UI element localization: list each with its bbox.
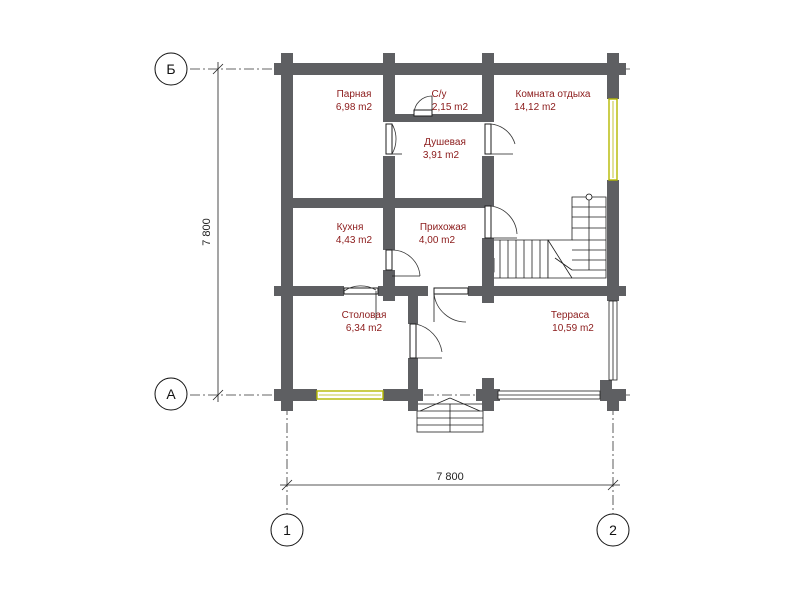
door-kuhnya (385, 249, 421, 277)
walls (274, 53, 626, 411)
axis-marker-row-a: А (154, 377, 188, 411)
axis-label-1: 1 (283, 522, 291, 538)
room-name: Терраса (551, 310, 590, 321)
door-dushevaya-left (385, 123, 402, 155)
room-area: 3,91 m2 (423, 150, 460, 161)
room-area: 4,00 m2 (419, 235, 456, 246)
door-entry-lower (409, 323, 443, 359)
room-name: Парная (337, 89, 372, 100)
axis-marker-col-2: 2 (596, 513, 630, 547)
door-entry-upper (433, 287, 469, 323)
room-name: Кухня (337, 222, 364, 233)
room-terrasa: Терраса 10,59 m2 (551, 310, 594, 334)
axis-label-b: Б (166, 61, 175, 77)
room-area: 6,34 m2 (346, 323, 383, 334)
axis-label-2: 2 (609, 522, 617, 538)
room-name: Столовая (342, 310, 387, 321)
axis-label-a: А (166, 386, 176, 402)
room-su: С/у 2,15 m2 (432, 89, 469, 113)
dimension-horizontal: 7 800 (280, 471, 620, 491)
door-komnata (484, 123, 516, 155)
room-area: 4,43 m2 (336, 235, 373, 246)
room-name: Душевая (424, 137, 466, 148)
room-name: Прихожая (420, 222, 466, 233)
room-area: 14,12 m2 (514, 102, 556, 113)
dimension-vertical: 7 800 (201, 62, 224, 402)
room-area: 10,59 m2 (552, 323, 594, 334)
room-area: 6,98 m2 (336, 102, 373, 113)
terrace-railing-right (608, 300, 618, 381)
room-stolovaya: Столовая 6,34 m2 (342, 310, 387, 334)
dimension-horizontal-label: 7 800 (436, 471, 464, 483)
room-prihozhaya: Прихожая 4,00 m2 (419, 222, 466, 246)
dimension-vertical-label: 7 800 (201, 218, 213, 246)
terrace-railing-bottom (497, 390, 601, 400)
porch-steps (416, 397, 484, 433)
window-bottom-left (316, 390, 384, 400)
room-komnata-otdyha: Комната отдыха 14,12 m2 (514, 89, 591, 113)
door-su (413, 95, 433, 117)
window-right-upper (608, 98, 618, 181)
axis-marker-row-b: Б (154, 52, 188, 86)
axis-marker-col-1: 1 (270, 513, 304, 547)
door-stolovaya-top (343, 285, 379, 320)
room-name: Комната отдыха (516, 89, 591, 100)
staircase (490, 193, 607, 279)
room-dushevaya: Душевая 3,91 m2 (423, 137, 466, 161)
room-area: 2,15 m2 (432, 102, 469, 113)
door-prihozhaya-right (484, 205, 518, 239)
room-kuhnya: Кухня 4,43 m2 (336, 222, 373, 246)
room-parnaya: Парная 6,98 m2 (336, 89, 373, 113)
room-name: С/у (432, 89, 447, 100)
